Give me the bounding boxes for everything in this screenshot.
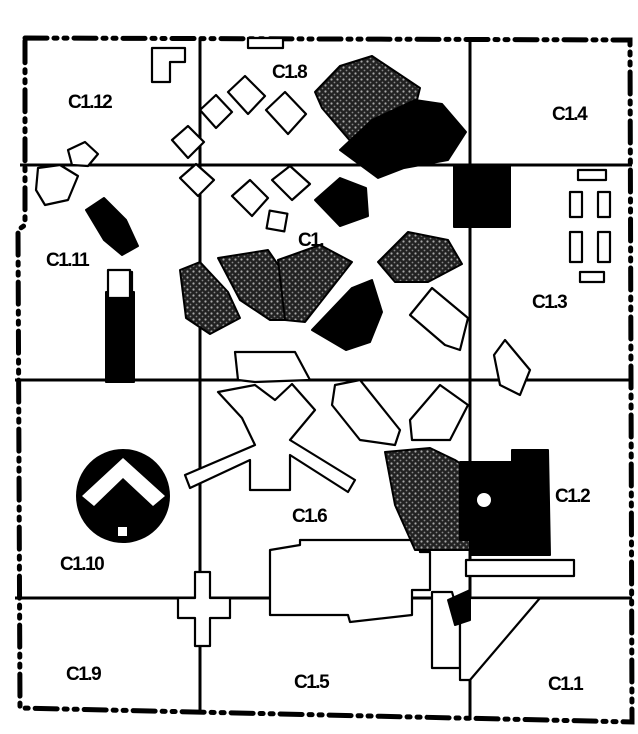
zone-label-c1-5: C1.5: [294, 672, 330, 693]
zone-label-c1-8: C1.8: [272, 62, 307, 83]
campus-boundary: [15, 35, 635, 725]
zone-label-c1-7: C1.: [298, 230, 323, 251]
zone-label-c1-4: C1.4: [552, 104, 588, 125]
buildings-solid: [76, 99, 551, 626]
zone-label-c1-9: C1.9: [66, 664, 101, 685]
zone-label-c1-10: C1.10: [60, 554, 104, 575]
zone-label-c1-11: C1.11: [46, 250, 90, 271]
zone-labels: C1.12 C1.8 C1.4 C1. C1.11 C1.3 C1.2 C1.6…: [46, 62, 592, 695]
zone-label-c1-12: C1.12: [68, 92, 112, 113]
zone-label-c1-2: C1.2: [555, 486, 590, 507]
zone-label-c1-3: C1.3: [532, 292, 567, 313]
zone-label-c1-1: C1.1: [548, 674, 584, 695]
zone-label-c1-6: C1.6: [292, 506, 327, 527]
buildings-stippled: [179, 55, 471, 551]
